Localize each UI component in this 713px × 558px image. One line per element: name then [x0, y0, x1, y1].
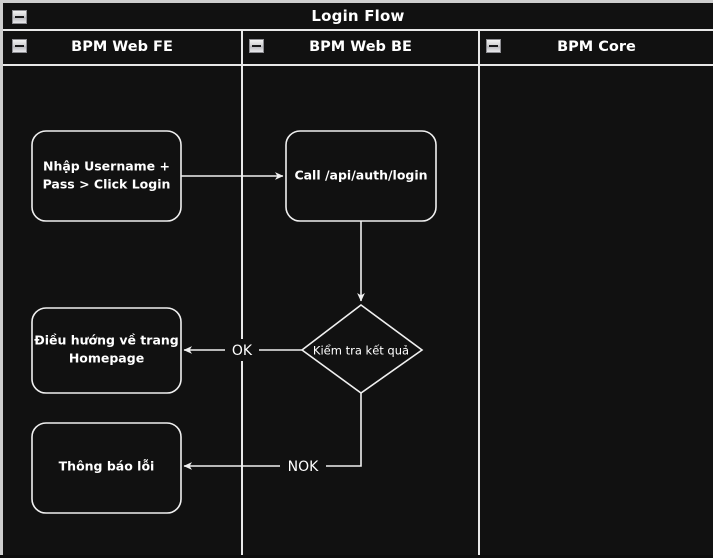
minus-box-icon[interactable]: [12, 10, 27, 24]
lane-divider: [478, 66, 480, 555]
flow-node-check-result[interactable]: Kiểm tra kết quả: [300, 303, 424, 394]
flow-node-shape: [31, 130, 182, 222]
flow-node-label-line: Kiểm tra kết quả: [313, 344, 409, 358]
lane-header-bpm-web-fe: BPM Web FE: [3, 31, 241, 66]
flow-node-label-line: Nhập Username +: [43, 159, 170, 174]
edge-check-to-error: [183, 393, 362, 470]
flow-node-label-line: Homepage: [69, 351, 144, 366]
flow-node-show-error[interactable]: Thông báo lỗi: [31, 422, 182, 514]
flow-node-call-login-api[interactable]: Call /api/auth/login: [285, 130, 437, 222]
flow-node-label-line: Điều hướng về trang: [34, 333, 178, 348]
flow-canvas: OK NOK Nhập Username + Pass > Click Logi…: [31, 130, 437, 514]
lane-divider: [241, 66, 243, 555]
lane-header-bpm-web-be: BPM Web BE: [241, 31, 478, 66]
edge-label-nok: NOK: [288, 459, 319, 475]
flow-node-shape: [285, 130, 437, 222]
lane-label-bpm-web-fe: BPM Web FE: [71, 39, 173, 55]
flow-node-shape: [31, 422, 182, 514]
lane-label-bpm-core: BPM Core: [557, 39, 636, 55]
pool-title-bar: Login Flow: [3, 3, 713, 31]
lane-header-bpm-core: BPM Core: [478, 31, 713, 66]
page-title: Login Flow: [311, 7, 405, 25]
edge-label-nok-background: [280, 455, 326, 477]
minus-box-icon[interactable]: [249, 39, 264, 53]
flow-node-label-line: Pass > Click Login: [43, 177, 171, 192]
flow-node-shape: [300, 303, 424, 394]
flow-node-navigate-homepage[interactable]: Điều hướng về trang Homepage: [31, 307, 182, 394]
flow-node-label-line: Call /api/auth/login: [294, 168, 427, 183]
flow-node-label-line: Thông báo lỗi: [59, 459, 155, 474]
lane-label-bpm-web-be: BPM Web BE: [309, 39, 412, 55]
flow-node-shape: [31, 307, 182, 394]
flow-node-input-credentials[interactable]: Nhập Username + Pass > Click Login: [31, 130, 182, 222]
minus-box-icon[interactable]: [486, 39, 501, 53]
minus-box-icon[interactable]: [12, 39, 27, 53]
